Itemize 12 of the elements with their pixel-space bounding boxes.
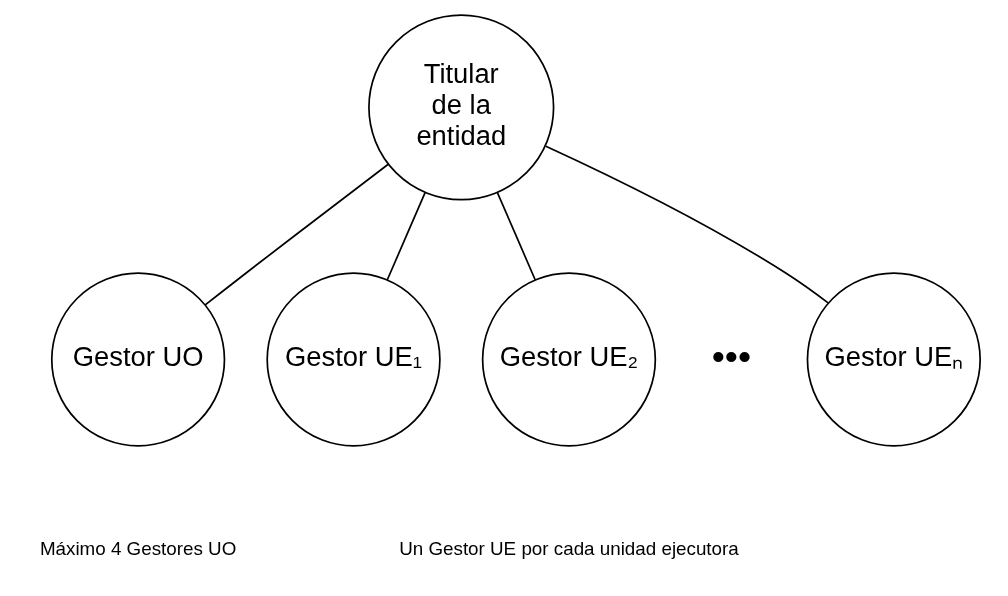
label: Máximo 4 Gestores UO: [39, 537, 237, 559]
node-circle: Gestor UE₁: [266, 272, 441, 447]
connector: [204, 163, 390, 306]
node-circle: Titular de la entidad: [368, 14, 555, 201]
node-circle: Gestor UO: [50, 272, 226, 447]
connector: [496, 191, 537, 281]
connector: [386, 191, 426, 281]
node-circle: Gestor UE₂: [481, 272, 657, 447]
connector: [545, 145, 829, 304]
label: •••: [711, 335, 752, 378]
node-circle: Gestor UEₙ: [806, 272, 981, 447]
label: Un Gestor UE por cada unidad ejecutora: [399, 537, 739, 559]
